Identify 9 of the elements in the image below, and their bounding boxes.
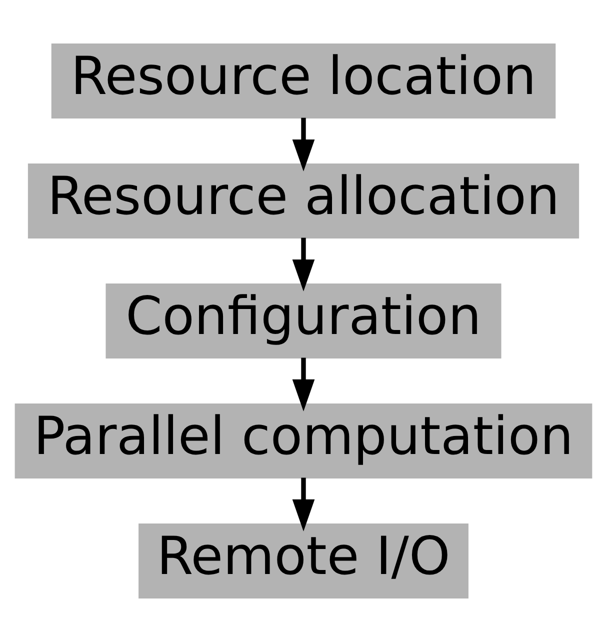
node-box: Remote I/O	[138, 523, 468, 598]
arrow	[292, 478, 315, 532]
arrow	[292, 118, 315, 172]
arrow	[292, 238, 315, 292]
node-box: Parallel computation	[14, 403, 592, 478]
node-box: Resource location	[51, 44, 556, 119]
node-box: Resource allocation	[28, 164, 580, 239]
node-box: Configuration	[106, 284, 502, 358]
arrow	[292, 358, 315, 412]
